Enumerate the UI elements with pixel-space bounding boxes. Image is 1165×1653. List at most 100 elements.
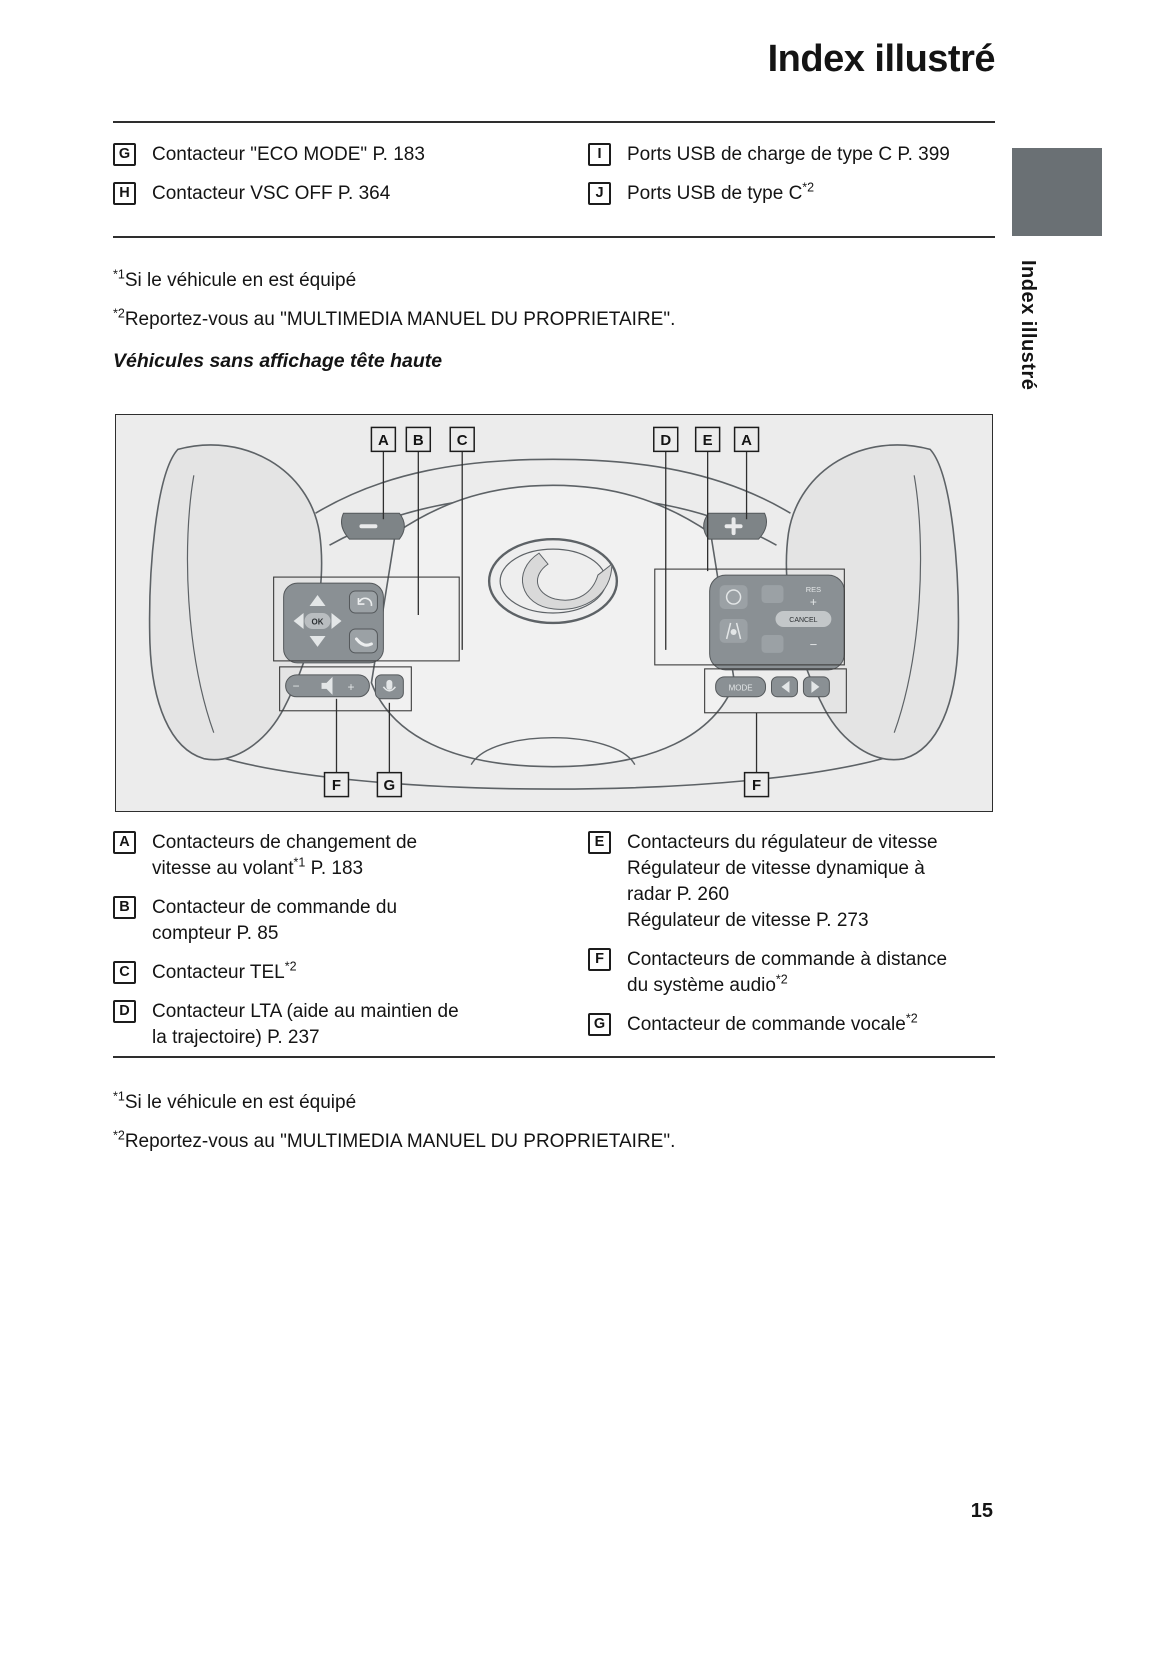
dpad-left-icon <box>293 613 304 629</box>
right-switch-pod: RES + CANCEL − MODE <box>709 574 845 698</box>
footnote-marker: *1 <box>113 267 125 282</box>
left-grip-contour <box>186 475 215 733</box>
steering-wheel-illustration: OK − + <box>116 415 992 811</box>
footnote-marker: *2 <box>284 959 297 974</box>
res-label: RES <box>806 585 821 594</box>
callout-label: E <box>703 432 713 449</box>
key-box-g: G <box>113 143 136 166</box>
key-box-e: E <box>588 831 611 854</box>
key-box-a: A <box>113 831 136 854</box>
cruise-button-icon <box>719 585 748 610</box>
footnote-text: Reportez-vous au "MULTIMEDIA MANUEL DU P… <box>124 1131 676 1152</box>
index-item-h-top: H Contacteur VSC OFF P. 364 <box>113 181 578 207</box>
left-paddle-shifter-icon <box>341 512 405 540</box>
volume-minus-label: − <box>293 679 300 693</box>
wheel-hub <box>370 484 736 768</box>
callout-label: C <box>457 432 468 449</box>
cancel-button-icon <box>775 611 832 627</box>
index-item-g-top: G Contacteur "ECO MODE" P. 183 <box>113 142 578 168</box>
footnote-marker: *2 <box>113 306 125 321</box>
key-box-j: J <box>588 182 611 205</box>
callout-label: G <box>384 777 396 794</box>
footnote-1: *1Si le véhicule en est équipé <box>113 268 675 294</box>
right-grip-contour <box>893 475 922 733</box>
distance-button-icon <box>761 585 784 604</box>
key-box-b: B <box>113 896 136 919</box>
footnote-marker: *2 <box>905 1011 918 1026</box>
index-item-g: G Contacteur de commande vocale*2 <box>588 1012 995 1038</box>
index-item-text: Ports USB de charge de type C P. 399 <box>627 144 950 165</box>
limiter-button-icon <box>761 634 784 653</box>
chapter-tab <box>1012 148 1102 236</box>
index-item-text: Contacteur VSC OFF P. 364 <box>152 183 391 204</box>
index-item-text: Contacteurs de commande à distance du sy… <box>627 949 948 996</box>
index-item-f: F Contacteurs de commande à distance du … <box>588 947 995 999</box>
back-button-icon <box>348 590 378 614</box>
callout-label: A <box>378 432 389 449</box>
footnote-marker: *2 <box>802 180 815 195</box>
volume-plus-label: + <box>347 680 354 694</box>
top-list-left-column: G Contacteur "ECO MODE" P. 183 H Contact… <box>113 142 578 220</box>
ok-label: OK <box>312 617 324 626</box>
footnote-2: *2Reportez-vous au "MULTIMEDIA MANUEL DU… <box>113 1129 675 1155</box>
mode-label: MODE <box>729 683 753 692</box>
right-paddle-shifter-icon <box>703 512 767 540</box>
footnotes-top: *1Si le véhicule en est équipé *2Reporte… <box>113 268 675 346</box>
figure-callouts-top: A B C D E A <box>370 426 760 453</box>
index-item-text: Ports USB de type C*2 <box>627 180 815 204</box>
page-title: Index illustré <box>767 38 996 80</box>
ok-button-icon <box>304 613 331 629</box>
cancel-label: CANCEL <box>789 617 817 624</box>
cruise-plus-label: + <box>810 595 817 609</box>
phone-button-icon <box>348 628 378 654</box>
callout-label: F <box>332 777 341 794</box>
footnote-text: Si le véhicule en est équipé <box>124 270 357 291</box>
callout-lines <box>335 451 758 773</box>
index-item-j-top: J Ports USB de type C*2 <box>588 181 995 207</box>
dpad-down-icon <box>309 635 326 647</box>
divider-bottom <box>113 1056 995 1058</box>
index-item-i-top: I Ports USB de charge de type C P. 399 <box>588 142 995 168</box>
index-item-a: A Contacteurs de changement de vitesse a… <box>113 830 578 882</box>
divider-top <box>113 121 995 123</box>
cruise-minus-label: − <box>810 637 818 652</box>
callout-label: F <box>752 777 761 794</box>
sidebar-chapter-label: Index illustré <box>1017 260 1039 391</box>
steering-wheel-figure: OK − + <box>115 414 993 812</box>
divider-middle <box>113 236 995 238</box>
callout-brackets <box>273 568 847 714</box>
mode-button-icon <box>715 676 767 698</box>
callout-label: D <box>660 432 671 449</box>
index-item-text: Contacteur de commande du compteur P. 85 <box>152 897 398 944</box>
dpad-right-icon <box>331 613 342 629</box>
index-item-text: Contacteur TEL*2 <box>152 959 297 983</box>
callout-label: A <box>741 432 752 449</box>
top-list-right-column: I Ports USB de charge de type C P. 399 J… <box>588 142 995 220</box>
footnote-marker: *2 <box>775 972 788 987</box>
key-box-d: D <box>113 1000 136 1023</box>
key-box-h: H <box>113 182 136 205</box>
hub-lower-spoke <box>470 737 636 765</box>
index-item-b: B Contacteur de commande du compteur P. … <box>113 895 578 947</box>
index-item-text: Contacteurs du régulateur de vitesse Rég… <box>627 832 938 931</box>
index-item-text: Contacteur LTA (aide au maintien de la t… <box>152 1001 459 1048</box>
speaker-icon <box>321 676 333 695</box>
key-box-f: F <box>588 948 611 971</box>
index-item-text: Contacteur de commande vocale*2 <box>627 1011 918 1035</box>
footnote-2: *2Reportez-vous au "MULTIMEDIA MANUEL DU… <box>113 307 675 333</box>
bottom-list-right-column: E Contacteurs du régulateur de vitesse R… <box>588 830 995 1051</box>
lexus-emblem-icon <box>487 537 619 625</box>
figure-callouts-bottom: F G F <box>323 771 770 798</box>
index-item-text: Contacteur "ECO MODE" P. 183 <box>152 144 425 165</box>
page-number: 15 <box>970 1500 993 1522</box>
index-item-c: C Contacteur TEL*2 <box>113 960 578 986</box>
footnote-marker: *2 <box>113 1128 125 1143</box>
footnote-marker: *1 <box>113 1089 125 1104</box>
index-item-d: D Contacteur LTA (aide au maintien de la… <box>113 999 578 1051</box>
index-item-e: E Contacteurs du régulateur de vitesse R… <box>588 830 995 934</box>
key-box-i: I <box>588 143 611 166</box>
bottom-list-left-column: A Contacteurs de changement de vitesse a… <box>113 830 578 1064</box>
footnote-text: Reportez-vous au "MULTIMEDIA MANUEL DU P… <box>124 309 676 330</box>
index-item-text: Contacteurs de changement de vitesse au … <box>152 832 418 879</box>
footnote-marker: *1 <box>293 855 306 870</box>
